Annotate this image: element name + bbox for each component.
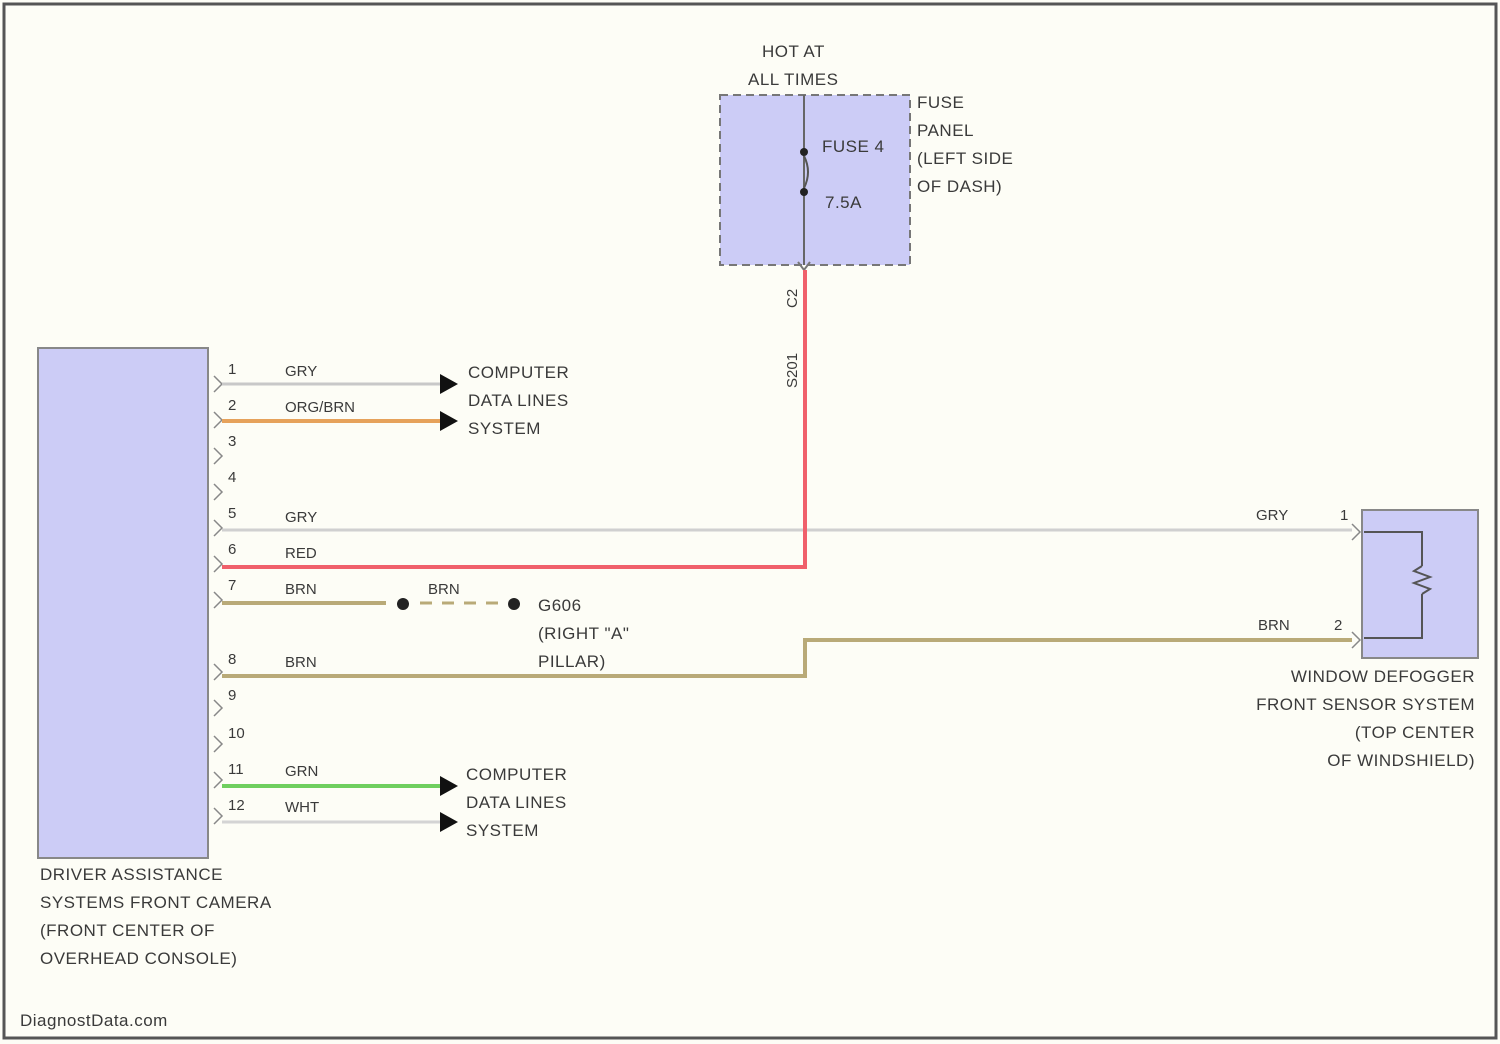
fuse-name: FUSE 4 — [822, 137, 885, 156]
wire-color-label: GRN — [285, 763, 318, 780]
pin-number: 11 — [228, 761, 244, 778]
fuse-panel-label-2: PANEL — [917, 121, 974, 140]
data-lines-top-3: SYSTEM — [468, 419, 541, 438]
fuse-terminal-top — [800, 148, 808, 156]
ground-wire-label: BRN — [428, 581, 460, 598]
pin-number: 5 — [228, 505, 236, 522]
camera-label-3: (FRONT CENTER OF — [40, 921, 215, 940]
defogger-wire-2-label: BRN — [1258, 617, 1290, 634]
camera-connector-chevrons — [214, 376, 222, 824]
watermark: DiagnostData.com — [20, 1011, 168, 1030]
wire-color-label: BRN — [285, 581, 317, 598]
wire-color-label: RED — [285, 545, 317, 562]
pin-number: 7 — [228, 577, 236, 594]
ground-label-1: G606 — [538, 596, 582, 615]
fuse-panel-label-3: (LEFT SIDE — [917, 149, 1013, 168]
data-lines-bottom-3: SYSTEM — [466, 821, 539, 840]
defogger-label-2: FRONT SENSOR SYSTEM — [1256, 695, 1475, 714]
wire-color-label: GRY — [285, 509, 317, 526]
defogger-pin-1: 1 — [1340, 507, 1348, 524]
arrow-icon — [440, 812, 458, 832]
pin-number: 6 — [228, 541, 236, 558]
hot-at-line1: HOT AT — [762, 42, 825, 61]
fuse-panel-label-4: OF DASH) — [917, 177, 1002, 196]
fuse-rating: 7.5A — [825, 193, 862, 212]
splice-code: S201 — [784, 353, 801, 388]
connector-code: C2 — [784, 289, 801, 308]
pin-number: 10 — [228, 725, 245, 742]
wire-color-label: BRN — [285, 654, 317, 671]
defogger-label-4: OF WINDSHIELD) — [1327, 751, 1475, 770]
ground-point-icon — [508, 598, 520, 610]
hot-at-line2: ALL TIMES — [748, 70, 838, 89]
defogger-pin-2: 2 — [1334, 617, 1342, 634]
pin-number: 1 — [228, 361, 236, 378]
defogger-label-1: WINDOW DEFOGGER — [1291, 667, 1475, 686]
data-lines-bottom-1: COMPUTER — [466, 765, 567, 784]
pin-number: 3 — [228, 433, 236, 450]
defogger-connector-chevron — [1352, 632, 1360, 648]
pin-number: 8 — [228, 651, 236, 668]
arrow-icon — [440, 374, 458, 394]
data-lines-top-2: DATA LINES — [468, 391, 569, 410]
wire-color-label: WHT — [285, 799, 319, 816]
pin-number: 4 — [228, 469, 236, 486]
camera-label-2: SYSTEMS FRONT CAMERA — [40, 893, 272, 912]
ground-label-2: (RIGHT "A" — [538, 624, 629, 643]
wire-color-label: GRY — [285, 363, 317, 380]
fuse-panel-box — [720, 95, 910, 265]
pin-number: 12 — [228, 797, 245, 814]
front-camera-box — [38, 348, 208, 858]
defogger-connector-chevron — [1352, 524, 1360, 540]
fuse-panel-label-1: FUSE — [917, 93, 964, 112]
wire-color-label: ORG/BRN — [285, 399, 355, 416]
camera-label-4: OVERHEAD CONSOLE) — [40, 949, 237, 968]
defogger-label-3: (TOP CENTER — [1355, 723, 1475, 742]
camera-label-1: DRIVER ASSISTANCE — [40, 865, 223, 884]
pin-number: 2 — [228, 397, 236, 414]
ground-label-3: PILLAR) — [538, 652, 606, 671]
defogger-wire-1-label: GRY — [1256, 507, 1288, 524]
wire-pin8-brn — [222, 640, 1352, 676]
fuse-terminal-bottom — [800, 188, 808, 196]
data-lines-top-1: COMPUTER — [468, 363, 569, 382]
arrow-icon — [440, 411, 458, 431]
splice-dot — [397, 598, 409, 610]
data-lines-bottom-2: DATA LINES — [466, 793, 567, 812]
pin-number: 9 — [228, 687, 236, 704]
arrow-icon — [440, 776, 458, 796]
